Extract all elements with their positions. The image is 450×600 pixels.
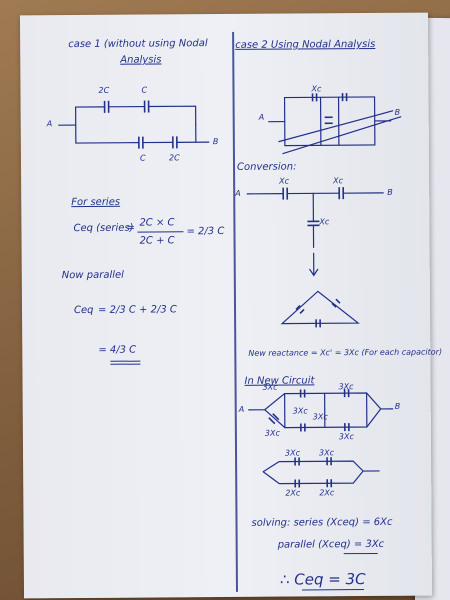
reduced-bot2-label: 2Xc (319, 488, 335, 498)
nc-node-b: B (394, 401, 401, 411)
nc-cap3-label: 3Xc (312, 412, 328, 422)
nc-node-a: A (238, 404, 245, 414)
bridge-circuit-diagram (268, 93, 402, 155)
new-circuit-diagram (248, 389, 394, 488)
solving-parallel: parallel (Xceq) = 3Xc (277, 538, 385, 551)
reduced-top2-label: 3Xc (318, 448, 335, 458)
solving-series: solving: series (Xceq) = 6Xc (251, 516, 393, 529)
final-answer: ∴ Ceq = 3C (279, 570, 366, 589)
nc-cap5-label: 3Xc (264, 428, 280, 438)
case1-circuit-diagram (58, 100, 210, 149)
notebook-page: case 1 (without using Nodal Analysis 2C … (19, 12, 442, 599)
nc-cap6-label: 3Xc (338, 432, 354, 442)
reduced-top1-label: 3Xc (285, 448, 301, 458)
reduced-bot1-label: 2Xc (285, 488, 301, 498)
nc-cap2-label: 3Xc (292, 406, 308, 416)
nc-cap4-label: 3Xc (338, 382, 354, 392)
nc-cap1-label: 3Xc (262, 382, 278, 392)
star-network-diagram (246, 187, 384, 328)
